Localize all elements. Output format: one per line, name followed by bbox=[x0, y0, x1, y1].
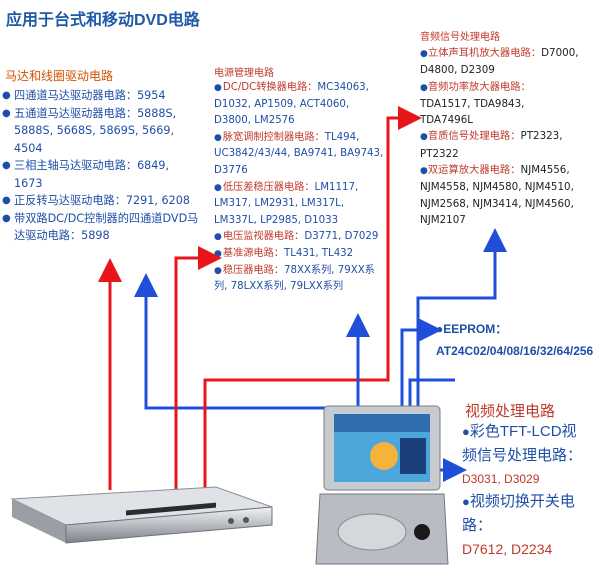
item-label: 低压差稳压器电路： bbox=[222, 181, 315, 193]
eeprom-title: EEPROM： bbox=[443, 322, 508, 336]
item-label: 双运算放大器电路： bbox=[427, 164, 521, 177]
list-item: ●脉宽调制控制器电路：TL494, UC3842/43/44, BA9741, … bbox=[214, 130, 386, 180]
item-value: D3771, D7029 bbox=[304, 231, 379, 243]
item-label: 音质信号处理电路： bbox=[427, 130, 521, 143]
item-value: NJM4556, NJM4558, NJM4580, NJM4510, NJM2… bbox=[420, 164, 574, 226]
list-item: 正反转马达驱动电路：7291, 6208 bbox=[2, 192, 200, 210]
bullet-icon: ● bbox=[214, 132, 222, 143]
list-item: 四通道马达驱动器电路：5954 bbox=[2, 87, 200, 105]
item-value: PT2323, PT2322 bbox=[420, 130, 563, 160]
item-value: D7000, D4800, D2309 bbox=[420, 47, 579, 77]
item-label: DC/DC转换器电路： bbox=[222, 82, 318, 93]
list-item: ●双运算放大器电路：NJM4556, NJM4558, NJM4580, NJM… bbox=[420, 162, 580, 228]
list-item: ●音频功率放大器电路： TDA1517, TDA9843, TDA7496L bbox=[420, 79, 580, 129]
list-item: ●彩色TFT-LCD视频信号处理电路： bbox=[462, 420, 584, 468]
audio-section-heading: 音频信号处理电路 bbox=[420, 32, 500, 43]
list-item: ●立体声耳机放大器电路：D7000, D4800, D2309 bbox=[420, 45, 580, 79]
list-item: ●DC/DC转换器电路：MC34063, D1032, AP1509, ACT4… bbox=[214, 80, 386, 130]
eeprom-label: ●EEPROM：AT24C02/04/08/16/32/64/256 bbox=[436, 318, 593, 362]
video-section-heading: 视频处理电路 bbox=[465, 404, 556, 420]
item-value: D7612, D2234 bbox=[462, 541, 553, 557]
item-label: 音频功率放大器电路： bbox=[427, 80, 531, 93]
bullet-icon: ● bbox=[214, 265, 222, 276]
bullet-icon: ● bbox=[214, 83, 222, 93]
motor-circuit-list: 四通道马达驱动器电路：5954 五通道马达驱动器电路：5888S, 5888S,… bbox=[2, 87, 200, 245]
list-item: 带双路DC/DC控制器的四通道DVD马达驱动电路：5898 bbox=[2, 210, 200, 245]
item-value: D3031, D3029 bbox=[462, 472, 540, 486]
bullet-icon: ● bbox=[420, 166, 428, 177]
bullet-icon: ● bbox=[420, 49, 428, 59]
list-item: 五通道马达驱动器电路：5888S, 5888S, 5668S, 5869S, 5… bbox=[2, 105, 200, 158]
list-item: 三相主轴马达驱动电路：6849, 1673 bbox=[2, 157, 200, 192]
page-title: 应用于台式和移动DVD电路 bbox=[6, 12, 200, 29]
item-value: TDA1517, TDA9843, TDA7496L bbox=[420, 97, 525, 127]
eeprom-value: AT24C02/04/08/16/32/64/256 bbox=[436, 344, 593, 358]
item-label: 稳压器电路： bbox=[222, 264, 284, 276]
item-label: 立体声耳机放大器电路： bbox=[427, 47, 542, 59]
dvd-player-image bbox=[10, 486, 273, 544]
audio-circuit-list: ●立体声耳机放大器电路：D7000, D4800, D2309 ●音频功率放大器… bbox=[420, 45, 580, 228]
bullet-icon: ● bbox=[214, 232, 222, 243]
bullet-icon: ● bbox=[214, 182, 222, 193]
list-item: ●音质信号处理电路：PT2323, PT2322 bbox=[420, 128, 580, 162]
item-label: 彩色TFT-LCD视频信号处理电路： bbox=[462, 423, 583, 464]
power-section-heading: 电源管理电路 bbox=[214, 68, 274, 79]
bullet-icon: ● bbox=[462, 424, 470, 439]
item-label: 基准源电路： bbox=[222, 247, 284, 259]
bullet-icon: ● bbox=[420, 82, 428, 93]
list-item: ●视频切换开关电路： bbox=[462, 490, 584, 538]
list-item: ●电压监视器电路：D3771, D7029 bbox=[214, 229, 386, 246]
portable-dvd-image bbox=[315, 405, 449, 565]
list-item: ●稳压器电路：78XX系列, 79XX系列, 78LXX系列, 79LXX系列 bbox=[214, 263, 386, 296]
power-circuit-list: ●DC/DC转换器电路：MC34063, D1032, AP1509, ACT4… bbox=[214, 80, 386, 296]
item-label: 视频切换开关电路： bbox=[462, 493, 575, 534]
arrow-to-power bbox=[174, 246, 222, 490]
bullet-icon: ● bbox=[420, 132, 428, 143]
item-label: 电压监视器电路： bbox=[222, 231, 305, 243]
item-value: TL431, TL432 bbox=[283, 247, 354, 259]
video-circuit-list: ●彩色TFT-LCD视频信号处理电路： D3031, D3029 ●视频切换开关… bbox=[462, 420, 584, 560]
motor-section-heading: 马达和线圈驱动电路 bbox=[5, 69, 114, 83]
bullet-icon: ● bbox=[462, 494, 470, 509]
list-item: ●基准源电路：TL431, TL432 bbox=[214, 246, 386, 263]
bullet-icon: ● bbox=[214, 248, 222, 259]
item-label: 脉宽调制控制器电路： bbox=[222, 131, 325, 143]
list-item: ●低压差稳压器电路：LM1117, LM317, LM2931, LM317L,… bbox=[214, 180, 386, 230]
